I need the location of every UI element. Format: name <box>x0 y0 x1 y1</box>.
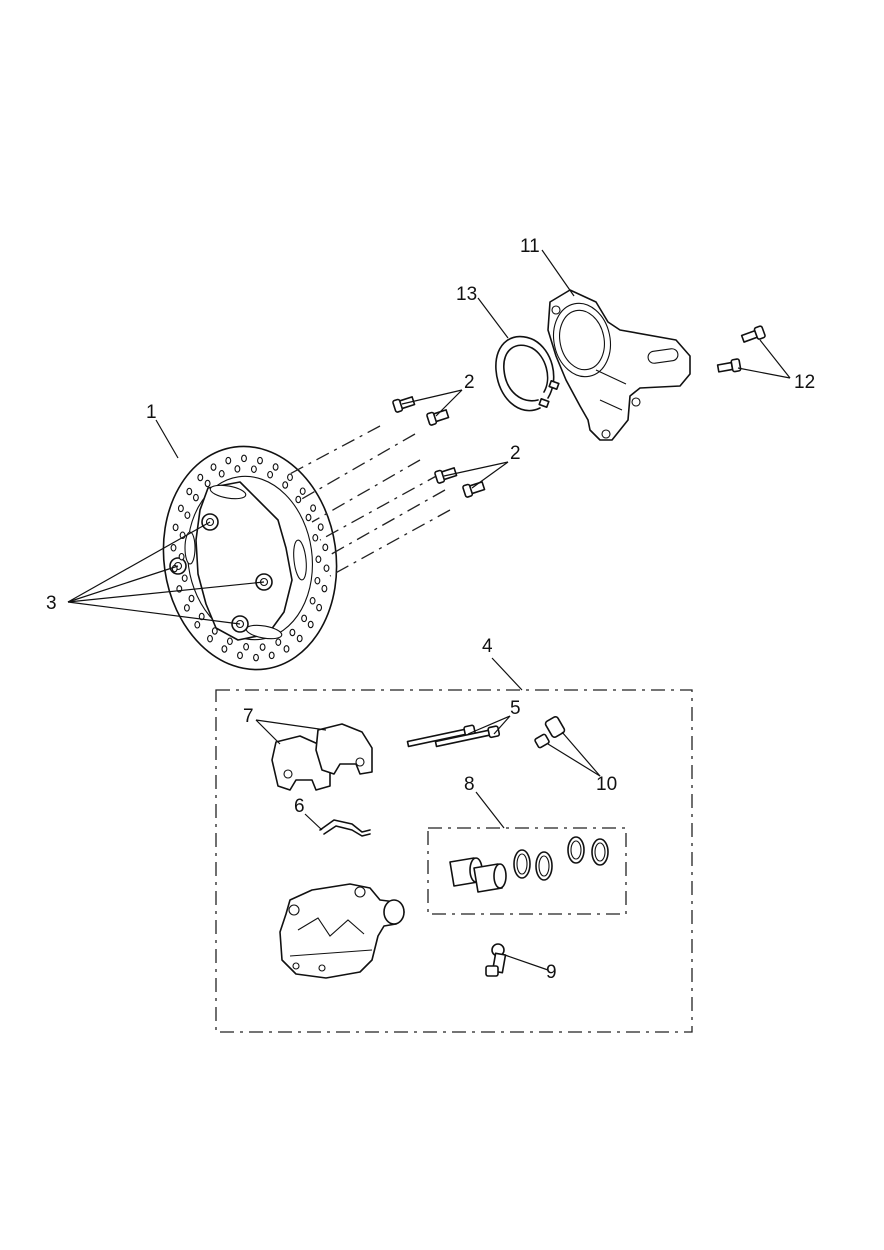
callout-7: 7 <box>243 706 254 727</box>
disc-drill-hole <box>221 645 228 653</box>
disc-drill-hole <box>295 495 302 504</box>
disc-drill-hole <box>283 645 290 653</box>
disc-drill-hole <box>312 534 319 542</box>
caliper-body <box>279 883 405 979</box>
circlip <box>495 335 560 412</box>
disc-drill-hole <box>192 493 199 502</box>
assembly-centre-lines <box>285 425 451 577</box>
caliper-kit-boundary <box>215 689 693 1033</box>
disc-drill-hole <box>317 523 324 531</box>
disc-drill-hole <box>172 523 179 532</box>
disc-drill-hole <box>210 463 217 471</box>
disc-drill-hole <box>186 487 193 496</box>
disc-drill-hole <box>204 479 211 488</box>
callout-6: 6 <box>294 796 305 817</box>
disc-drill-hole <box>184 511 191 519</box>
leader-lines <box>67 249 791 971</box>
disc-drill-hole <box>321 584 328 593</box>
callout-8: 8 <box>464 774 475 795</box>
disc-drill-hole <box>207 634 213 643</box>
disc-drill-hole <box>272 463 279 471</box>
bleed-valve <box>485 943 507 977</box>
disc-drill-hole <box>309 597 316 605</box>
disc-drill-hole <box>282 481 289 489</box>
disc-drill-hole <box>226 637 233 646</box>
callout-12: 12 <box>794 372 815 393</box>
disc-drill-hole <box>322 543 329 552</box>
bracket-bolts <box>716 325 766 373</box>
disc-drill-hole <box>301 614 308 623</box>
disc-drill-hole <box>178 552 185 561</box>
brake-disc <box>162 445 338 671</box>
seal-kit <box>449 836 609 893</box>
callout-3: 3 <box>46 593 57 614</box>
disc-drill-hole <box>241 454 247 463</box>
pad-spring <box>319 819 371 837</box>
disc-drill-hole <box>170 544 177 552</box>
pad-pins <box>406 724 501 748</box>
disc-drill-hole <box>267 470 274 479</box>
disc-drill-hole <box>275 638 282 646</box>
disc-drill-hole <box>197 473 204 482</box>
disc-drill-hole <box>268 651 275 660</box>
callout-5: 5 <box>510 698 521 719</box>
bleed-screws <box>534 716 566 749</box>
disc-bolts <box>392 396 486 498</box>
callout-2-upper: 2 <box>464 372 475 393</box>
disc-drill-hole <box>181 574 188 582</box>
caliper-bracket <box>547 289 691 441</box>
callout-10: 10 <box>596 774 617 795</box>
callout-4: 4 <box>482 636 493 657</box>
disc-drill-hole <box>177 504 184 513</box>
brake-pads <box>271 723 373 791</box>
disc-drill-hole <box>183 604 190 612</box>
disc-drill-hole <box>188 594 195 603</box>
disc-drill-hole <box>211 627 218 635</box>
disc-drill-hole <box>218 470 225 478</box>
callout-2-lower: 2 <box>510 443 521 464</box>
disc-drill-hole <box>253 653 259 662</box>
disc-drill-hole <box>194 621 201 629</box>
disc-drill-hole <box>289 628 296 637</box>
disc-drill-hole <box>316 603 323 612</box>
disc-drill-hole <box>225 456 232 465</box>
disc-drill-hole <box>250 465 257 473</box>
disc-drill-hole <box>234 465 241 473</box>
callout-labels: 1 2 2 3 4 5 6 7 8 9 10 11 12 13 <box>46 236 815 983</box>
disc-drill-hole <box>315 555 322 564</box>
disc-drill-hole <box>237 651 243 660</box>
disc-drill-hole <box>243 643 250 651</box>
disc-drill-hole <box>257 456 263 465</box>
disc-drill-hole <box>314 576 321 585</box>
callout-1: 1 <box>146 402 157 423</box>
disc-drill-hole <box>299 487 306 495</box>
callout-11: 11 <box>520 236 540 257</box>
callout-9: 9 <box>546 962 557 983</box>
callout-13: 13 <box>456 284 477 305</box>
disc-drill-hole <box>287 473 293 482</box>
disc-drill-hole <box>305 513 312 522</box>
disc-drill-hole <box>310 504 317 512</box>
disc-drill-hole <box>259 643 266 651</box>
disc-drill-hole <box>323 564 330 572</box>
disc-drill-hole <box>307 620 314 629</box>
seal-kit-boundary <box>427 827 627 915</box>
disc-drill-hole <box>296 634 303 643</box>
